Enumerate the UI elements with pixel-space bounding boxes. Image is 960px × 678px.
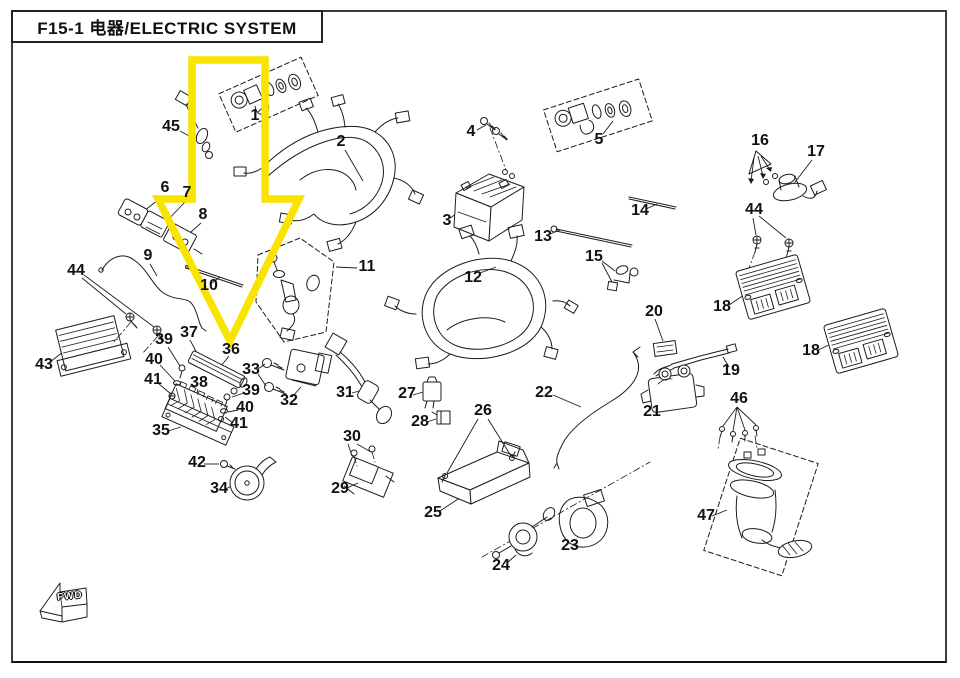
part-label-34[interactable]: 34 [210,480,228,498]
part-13-drawing [550,225,633,248]
part-17-drawing [763,173,827,202]
part-18-drawing-1 [734,253,812,321]
part-14-drawing [628,196,677,210]
part-label-37[interactable]: 37 [180,324,198,342]
part-label-28[interactable]: 28 [411,413,429,431]
part-label-39b[interactable]: 39 [242,382,260,400]
page-border [11,10,947,663]
part-44-left-screws [111,312,165,355]
part-label-15[interactable]: 15 [585,248,603,266]
part-label-16[interactable]: 16 [751,132,769,150]
part-label-18a[interactable]: 18 [713,298,731,316]
part-label-2[interactable]: 2 [336,133,346,151]
part-27-drawing [422,376,442,409]
part-label-25[interactable]: 25 [424,504,442,522]
part-label-20[interactable]: 20 [645,303,663,321]
part-3-drawing [453,169,525,242]
part-label-35[interactable]: 35 [152,422,170,440]
part-16-drawing [748,150,772,184]
part-label-9[interactable]: 9 [143,247,153,265]
part-label-43[interactable]: 43 [35,356,53,374]
part-12-drawing [384,224,579,370]
part-label-47[interactable]: 47 [697,507,715,525]
part-label-8[interactable]: 8 [198,206,208,224]
part-label-19[interactable]: 19 [722,362,740,380]
part-label-45[interactable]: 45 [162,118,180,136]
part-label-7[interactable]: 7 [182,184,192,202]
part-24-drawing [492,507,556,559]
part-32-drawing [285,348,333,387]
page-title: F15-1 电器/ELECTRIC SYSTEM [37,19,297,38]
part-label-36[interactable]: 36 [222,341,240,359]
part-label-18b[interactable]: 18 [802,342,820,360]
part-label-39a[interactable]: 39 [155,331,173,349]
part-label-14[interactable]: 14 [631,202,649,220]
part-label-41b[interactable]: 41 [230,415,248,433]
part-label-21[interactable]: 21 [643,403,661,421]
part-20-drawing [652,340,678,357]
part-label-46[interactable]: 46 [730,390,748,408]
part-label-29[interactable]: 29 [331,480,349,498]
part-label-32[interactable]: 32 [280,392,298,410]
part-22-drawing [553,346,641,470]
part-label-5[interactable]: 5 [594,131,604,149]
part-label-31[interactable]: 31 [336,384,354,402]
part-label-23[interactable]: 23 [561,537,579,555]
part-label-17[interactable]: 17 [807,143,825,161]
part-label-6[interactable]: 6 [160,179,170,197]
part-11-drawing [255,237,335,343]
part-47-drawing [703,437,819,577]
fwd-arrow [39,582,88,623]
part-4-drawing [480,117,508,171]
part-29-30-drawing [342,445,395,498]
part-label-24[interactable]: 24 [492,557,510,575]
part-label-1[interactable]: 1 [250,107,260,125]
part-31-drawing [324,332,393,425]
part-34-42-drawing [220,456,277,501]
part-label-33[interactable]: 33 [242,361,260,379]
part-21-drawing [640,364,705,413]
part-label-4[interactable]: 4 [466,123,476,141]
part-label-13[interactable]: 13 [534,228,552,246]
part-15-drawing [606,265,639,292]
part-label-10[interactable]: 10 [200,277,218,295]
part-label-40a[interactable]: 40 [145,351,163,369]
part-25-drawing [437,440,531,505]
part-label-26[interactable]: 26 [474,402,492,420]
part-18-drawing-2 [822,307,900,375]
part-label-30[interactable]: 30 [343,428,361,446]
part-43-drawing [55,315,132,377]
part-label-38[interactable]: 38 [190,374,208,392]
part-label-44a[interactable]: 44 [67,262,85,280]
highlight-arrow [151,56,305,350]
part-label-3[interactable]: 3 [442,212,452,230]
part-label-42[interactable]: 42 [188,454,206,472]
title-box: F15-1 电器/ELECTRIC SYSTEM [11,10,323,43]
part-label-22[interactable]: 22 [535,384,553,402]
part-label-40b[interactable]: 40 [236,399,254,417]
part-label-27[interactable]: 27 [398,385,416,403]
part-5-drawing [543,78,653,153]
part-9-drawing [98,255,207,332]
part-28-drawing [431,410,451,425]
fuse-fasteners-right [218,393,231,422]
part-label-11[interactable]: 11 [358,258,376,276]
part-label-12[interactable]: 12 [464,269,482,287]
fuse-fasteners-left [168,364,186,400]
part-label-44b[interactable]: 44 [745,201,763,219]
part-36-drawing [187,350,248,395]
part-35-drawing [161,397,235,446]
part-46-screws [717,425,759,450]
part-33-drawing [262,358,287,395]
part-label-41a[interactable]: 41 [144,371,162,389]
